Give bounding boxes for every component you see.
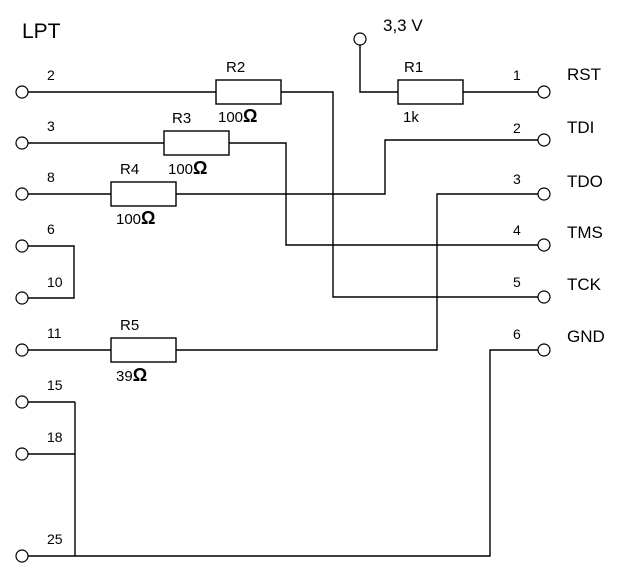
signal-tck: TCK (567, 275, 602, 294)
signal-gnd: GND (567, 327, 605, 346)
jtag-pin-6: 6 (513, 326, 521, 342)
r3-value: 100 (168, 161, 193, 178)
lpt-terminal-18 (15, 447, 29, 461)
jtag-pin-4: 4 (513, 222, 521, 238)
lpt-pin-3: 3 (47, 118, 55, 134)
lpt-terminal-25 (15, 549, 29, 563)
jtag-terminal-gnd (537, 343, 551, 357)
lpt-pin-15: 15 (47, 377, 63, 393)
supply-terminal (353, 32, 367, 46)
r2-unit: Ω (243, 106, 257, 126)
lpt-terminal-6 (15, 239, 29, 253)
jtag-terminal-rst (537, 85, 551, 99)
lpt-pin-2: 2 (47, 67, 55, 83)
supply-label: 3,3 V (383, 16, 423, 35)
lpt-terminal-8 (15, 187, 29, 201)
r3-label: R3 (172, 110, 191, 127)
r1-value: 1k (403, 109, 419, 126)
resistor-r5 (110, 337, 177, 363)
r5-label: R5 (120, 317, 139, 334)
lpt-pin-8: 8 (47, 169, 55, 185)
r1-label: R1 (404, 59, 423, 76)
jtag-terminal-tms (537, 238, 551, 252)
signal-rst: RST (567, 65, 601, 84)
jtag-pin-5: 5 (513, 274, 521, 290)
jtag-pin-2: 2 (513, 120, 521, 136)
lpt-terminal-3 (15, 136, 29, 150)
r3-unit: Ω (193, 158, 207, 178)
r3-value-text: 100Ω (168, 158, 207, 178)
jtag-pin-1: 1 (513, 67, 521, 83)
lpt-terminal-11 (15, 343, 29, 357)
lpt-terminal-15 (15, 395, 29, 409)
resistor-r2 (215, 79, 282, 105)
r4-label: R4 (120, 161, 139, 178)
wire-pin6-pin10 (28, 245, 75, 299)
jtag-terminal-tdo (537, 187, 551, 201)
jtag-pin-3: 3 (513, 171, 521, 187)
signal-tdi: TDI (567, 118, 594, 137)
wire-supply-rst (359, 45, 538, 93)
r4-value-text: 100Ω (116, 208, 155, 228)
lpt-pin-18: 18 (47, 429, 63, 445)
r2-value-text: 100Ω (218, 106, 257, 126)
diagram-title: LPT (22, 20, 61, 43)
lpt-pin-25: 25 (47, 531, 63, 547)
wire-ground-bus (28, 349, 538, 557)
r4-unit: Ω (141, 208, 155, 228)
jtag-terminal-tck (537, 290, 551, 304)
signal-tms: TMS (567, 223, 603, 242)
r5-value: 39 (116, 368, 133, 385)
resistor-r1 (397, 79, 464, 105)
lpt-pin-11: 11 (47, 325, 62, 341)
lpt-pin-6: 6 (47, 221, 55, 237)
lpt-terminal-2 (15, 85, 29, 99)
lpt-pin-10: 10 (47, 274, 63, 290)
resistor-r3 (163, 130, 230, 156)
wire-pin8-tdi (28, 139, 538, 195)
resistor-r4 (110, 181, 177, 207)
jtag-terminal-tdi (537, 133, 551, 147)
r2-value: 100 (218, 109, 243, 126)
r2-label: R2 (226, 59, 245, 76)
r4-value: 100 (116, 211, 141, 228)
r5-value-text: 39Ω (116, 365, 147, 385)
signal-tdo: TDO (567, 172, 603, 191)
wire-pin11-tdo (28, 193, 538, 351)
lpt-terminal-10 (15, 291, 29, 305)
r5-unit: Ω (133, 365, 147, 385)
